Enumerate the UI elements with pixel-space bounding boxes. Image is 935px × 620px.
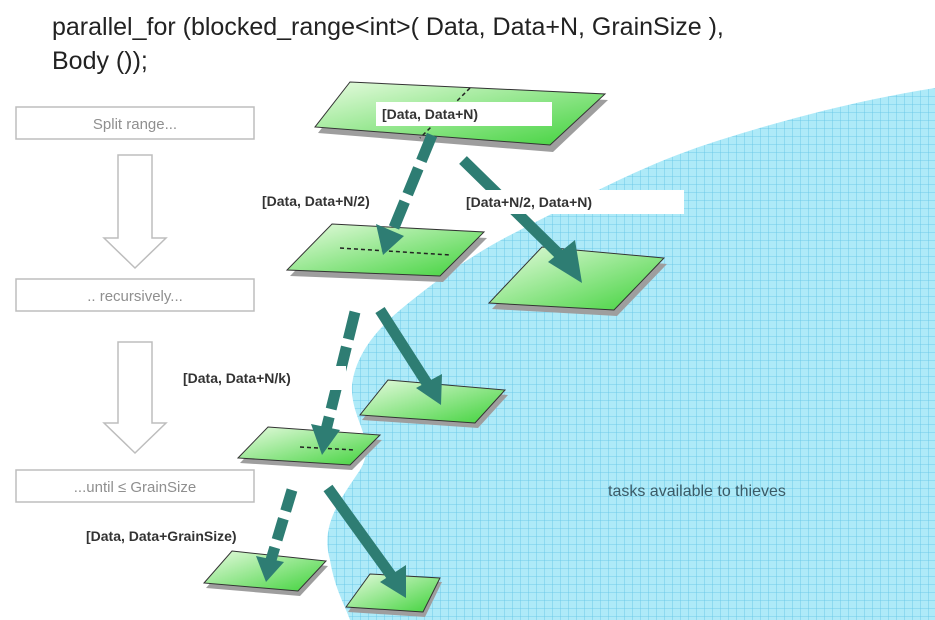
thieves-region (327, 88, 935, 620)
step-until-grainsize: ...until ≤ GrainSize (15, 469, 255, 503)
range-label-root: [Data, Data+N) (382, 106, 478, 122)
range-label-right-half: [Data+N/2, Data+N) (466, 194, 592, 210)
code-snippet: parallel_for (blocked_range<int>( Data, … (52, 10, 932, 78)
tile-recursive-right (359, 379, 508, 428)
step-recursively: .. recursively... (15, 278, 255, 312)
range-label-grain: [Data, Data+GrainSize) (86, 528, 237, 544)
tile-grain-left (202, 550, 328, 596)
tile-kth (236, 426, 382, 470)
step-recursively-label: .. recursively... (87, 288, 183, 305)
step-until-grainsize-label: ...until ≤ GrainSize (74, 479, 196, 496)
code-line-1: parallel_for (blocked_range<int>( Data, … (52, 13, 724, 41)
arrow-kth-to-grain-right (323, 484, 406, 598)
arrow-root-to-left (376, 132, 438, 255)
step-split-range-label: Split range... (93, 116, 177, 133)
range-label-left-half: [Data, Data+N/2) (262, 193, 370, 209)
step-split-range: Split range... (15, 106, 255, 140)
range-label-kth: [Data, Data+N/k) (183, 370, 291, 386)
tile-left-half (285, 223, 487, 282)
tile-grain-right (345, 573, 442, 617)
step-arrow-1 (102, 154, 168, 270)
arrow-left-to-recursive-right (375, 307, 442, 405)
thieves-region-label: tasks available to thieves (608, 483, 786, 500)
code-line-2: Body ()); (52, 47, 148, 75)
arrow-kth-to-grain-left (256, 488, 298, 582)
step-arrow-2-shape (102, 341, 168, 455)
